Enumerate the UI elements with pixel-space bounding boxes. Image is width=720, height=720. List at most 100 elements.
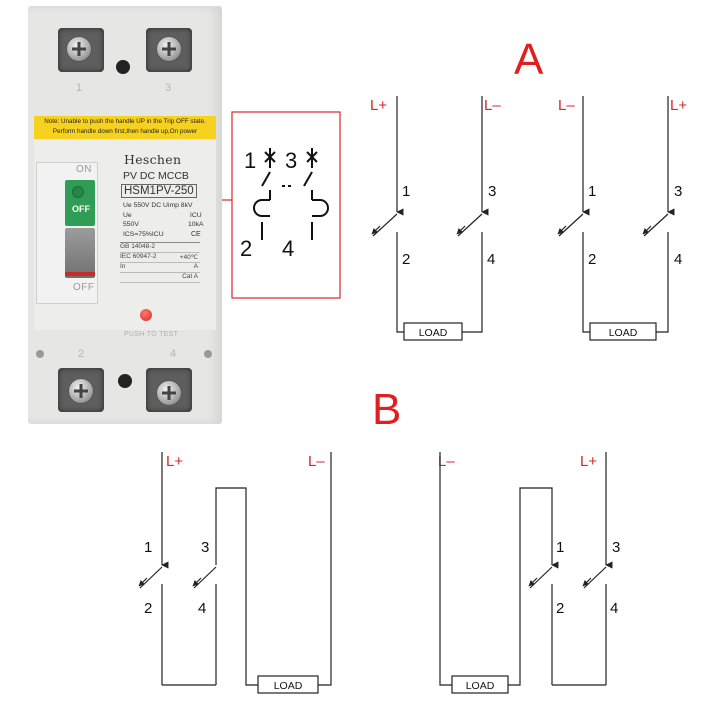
- terminal-number-2: 2: [78, 348, 85, 360]
- a-left-load-box: [403, 322, 463, 341]
- a-right-n4: 4: [674, 251, 682, 268]
- test-button[interactable]: [140, 309, 152, 321]
- a-right-wire-2: [582, 232, 590, 333]
- b-right-n3: 3: [612, 539, 620, 556]
- a-right-n3: 3: [674, 183, 682, 200]
- screw-bottom-left: [68, 378, 94, 404]
- b-right-trip-arrow-3: [582, 577, 592, 587]
- handle-o-mark: [72, 186, 84, 198]
- b-right-bridge: [508, 487, 559, 686]
- diagram-b-left: L+ L– 1 3 2 4 LOAD: [138, 452, 332, 694]
- diagram-a-left: L+ L– 1 3 2 4 LOAD: [370, 96, 501, 341]
- b-left-n1: 1: [144, 539, 152, 556]
- symbol-pole-1-x: [264, 151, 276, 163]
- a-right-label-left: L–: [558, 97, 575, 114]
- b-left-label-left: L+: [166, 453, 183, 470]
- warning-note-line1: Note: Unable to push the handle UP in th…: [44, 118, 206, 125]
- ce-mark: CE: [191, 231, 201, 238]
- diagram-b-right: L– L+ 1 3 2 4 LOAD: [438, 452, 620, 694]
- b-left-switch-3: [193, 566, 217, 589]
- a-left-n2: 2: [402, 251, 410, 268]
- rating-row-right: +40℃: [179, 254, 198, 261]
- a-left-n1: 1: [402, 183, 410, 200]
- warning-note-line2: Perform handle down first,then handle up…: [52, 128, 198, 135]
- a-right-switch-3: [643, 213, 669, 237]
- rating-row-left: GB 14048-2: [120, 243, 156, 250]
- b-left-trip-arrow-1: [138, 577, 148, 587]
- a-left-wire-2: [396, 232, 404, 333]
- breaker-symbol: 1 3 2 4: [231, 111, 341, 299]
- symbol-pole-1-trip: [253, 199, 270, 217]
- b-right-label-right: L+: [580, 453, 597, 470]
- a-left-trip-arrow-3: [456, 225, 466, 235]
- b-left-n2: 2: [144, 600, 152, 617]
- a-right-n2: 2: [588, 251, 596, 268]
- spec-ue: Ue: [123, 212, 132, 219]
- a-left-label-left: L+: [370, 97, 387, 114]
- side-hole: [36, 350, 44, 358]
- rating-row-left: IEC 60947-2: [120, 253, 157, 260]
- terminal-number-3: 3: [165, 82, 172, 94]
- a-left-wire-4: [462, 232, 483, 333]
- a-right-load-box: [589, 322, 657, 341]
- b-left-load-label: LOAD: [274, 680, 303, 692]
- a-left-trip-arrow-1: [371, 225, 381, 235]
- a-left-switch-3: [457, 213, 483, 237]
- model-number: HSM1PV-250: [121, 184, 197, 198]
- test-label: PUSH TO TEST: [124, 331, 179, 338]
- mount-hole-top: [116, 60, 130, 74]
- symbol-terminal-3: 3: [285, 148, 297, 173]
- b-right-trip-arrow-1: [528, 577, 538, 587]
- b-right-n2: 2: [556, 600, 564, 617]
- b-right-n4: 4: [610, 600, 618, 617]
- a-left-label-right: L–: [484, 97, 501, 114]
- spec-ka: 10kA: [188, 221, 204, 228]
- brand-name: Heschen: [124, 152, 182, 167]
- a-right-trip-arrow-1: [557, 225, 567, 235]
- symbol-pole-3-trip: [312, 199, 329, 217]
- rating-row-right: Cat A: [182, 273, 198, 280]
- diagram-a-right: L– L+ 1 3 2 4 LOAD: [557, 96, 687, 341]
- screw-top-left: [66, 36, 92, 62]
- symbol-pole-3-blade: [303, 171, 313, 187]
- section-a-title: A: [514, 35, 544, 84]
- symbol-pole-3-x: [306, 151, 318, 163]
- b-left-return-wire: [318, 452, 332, 686]
- symbol-terminal-2: 2: [240, 236, 252, 261]
- terminal-number-4: 4: [170, 348, 177, 360]
- b-right-supply-wire: [439, 452, 452, 686]
- terminal-number-1: 1: [76, 82, 83, 94]
- rating-row-right: A: [193, 263, 198, 270]
- spec-icu: ICU: [190, 212, 202, 219]
- b-left-load-box: [257, 675, 319, 694]
- b-left-switch-1: [139, 566, 163, 589]
- handle-lever[interactable]: [65, 228, 95, 278]
- spec-voltage: 550V: [123, 221, 139, 228]
- warning-note: Note: Unable to push the handle UP in th…: [34, 116, 216, 139]
- b-left-trip-arrow-3: [192, 577, 202, 587]
- label-off: OFF: [73, 282, 95, 293]
- b-right-switch-1: [529, 566, 553, 589]
- a-right-load-label: LOAD: [609, 327, 638, 339]
- model-type: PV DC MCCB: [123, 170, 189, 182]
- side-hole: [204, 350, 212, 358]
- a-right-trip-arrow-3: [642, 225, 652, 235]
- b-left-n4: 4: [198, 600, 206, 617]
- rating-row: Cat A: [120, 273, 200, 283]
- b-left-n3: 3: [201, 539, 209, 556]
- b-left-label-right: L–: [308, 453, 325, 470]
- handle-off-text: OFF: [72, 204, 90, 214]
- spec-ics: ICS=75%ICU: [123, 231, 164, 238]
- handle-red-strip: [65, 272, 95, 276]
- symbol-border: [231, 111, 341, 299]
- a-right-switch-1: [558, 213, 584, 237]
- mount-hole-bottom: [118, 374, 132, 388]
- a-right-label-right: L+: [670, 97, 687, 114]
- section-b-title: B: [372, 385, 401, 434]
- b-right-n1: 1: [556, 539, 564, 556]
- symbol-terminal-4: 4: [282, 236, 294, 261]
